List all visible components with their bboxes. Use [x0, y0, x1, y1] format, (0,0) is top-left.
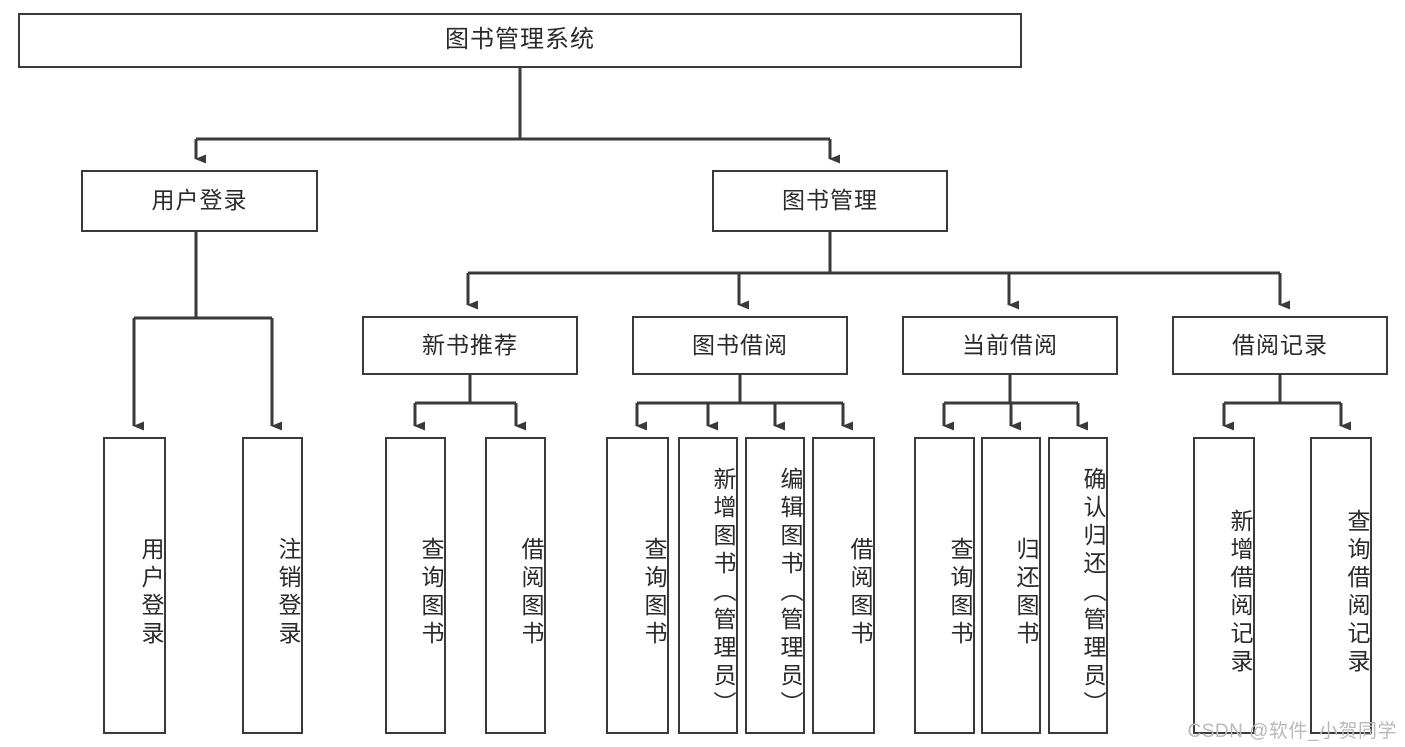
- leaf-query-book-recommend[interactable]: 查询图书: [385, 437, 446, 734]
- leaf-borrow-book-recommend[interactable]: 借阅图书: [485, 437, 546, 734]
- leaf-edit-book-admin[interactable]: 编辑图书（管理员）: [745, 437, 805, 734]
- leaf-logout-login[interactable]: 注销登录: [242, 437, 303, 734]
- leaf-query-book-current[interactable]: 查询图书: [914, 437, 975, 734]
- leaf-confirm-return-admin[interactable]: 确认归还（管理员）: [1048, 437, 1108, 734]
- node-book-borrow[interactable]: 图书借阅: [632, 316, 848, 375]
- node-root[interactable]: 图书管理系统: [18, 13, 1022, 68]
- leaf-borrow-book[interactable]: 借阅图书: [812, 437, 875, 734]
- node-borrow-records[interactable]: 借阅记录: [1172, 316, 1388, 375]
- leaf-query-book-borrow[interactable]: 查询图书: [606, 437, 669, 734]
- leaf-add-book-admin[interactable]: 新增图书（管理员）: [678, 437, 738, 734]
- node-new-book-recommend[interactable]: 新书推荐: [362, 316, 578, 375]
- watermark-text: CSDN @软件_小贺同学: [1187, 721, 1397, 742]
- node-current-borrow[interactable]: 当前借阅: [902, 316, 1118, 375]
- leaf-user-login[interactable]: 用户登录: [103, 437, 166, 734]
- leaf-add-borrow-record[interactable]: 新增借阅记录: [1193, 437, 1255, 734]
- leaf-return-book[interactable]: 归还图书: [981, 437, 1041, 734]
- node-book-management[interactable]: 图书管理: [712, 170, 948, 232]
- leaf-query-borrow-record[interactable]: 查询借阅记录: [1310, 437, 1372, 734]
- node-user-login[interactable]: 用户登录: [81, 170, 318, 232]
